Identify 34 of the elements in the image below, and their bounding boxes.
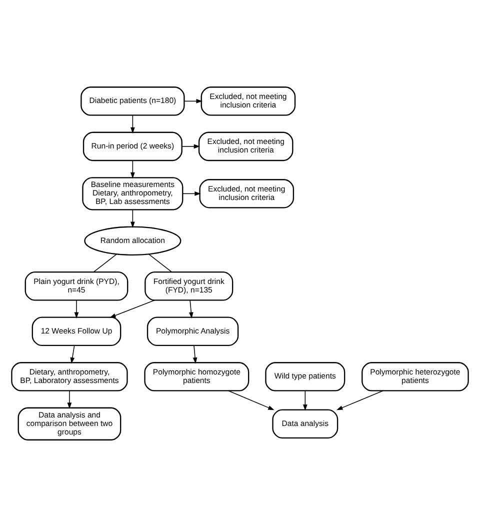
node-box: Polymorphic homozygote patients (144, 362, 250, 391)
arrow (74, 299, 79, 318)
arrow (70, 344, 75, 364)
arrow (130, 114, 135, 134)
node-box: Dietary, anthropometry, BP, Laboratory assessments (11, 362, 128, 391)
arrow (192, 344, 198, 364)
connector (148, 253, 172, 272)
node-box: Excluded, not meeting inclusion criteria (198, 131, 294, 161)
node-box: Fortified yogurt drink (FYD), n=135 (144, 271, 234, 300)
node-box: Excluded, not meeting inclusion criteria (200, 86, 296, 116)
node-box: Data analysis and comparison between two groups (18, 406, 122, 440)
node-box: 12 Weeks Follow Up (32, 316, 122, 346)
node-box: Polymorphic Analysis (146, 316, 239, 346)
arrow (182, 190, 201, 196)
node-box: Run-in period (2 weeks) (82, 131, 182, 161)
arrow (336, 390, 384, 410)
arrow (110, 299, 155, 318)
arrow (228, 390, 274, 410)
arrow (67, 390, 72, 408)
arrow (188, 299, 194, 318)
node-box: Baseline measurements Dietary, anthropometry, BP, Lab assessments (82, 176, 184, 210)
node-box: Diabetic patients (n=180) (80, 86, 185, 116)
arrow (130, 209, 135, 228)
arrow (182, 144, 200, 148)
arrow (130, 160, 135, 178)
connector (93, 253, 117, 272)
node-box: Polymorphic heterozygote patients (362, 362, 469, 391)
arrow (302, 390, 308, 410)
node-box: Plain yogurt drink (PYD), n=45 (24, 271, 128, 300)
node-box: Data analysis (272, 408, 338, 438)
node-ellipse: Random allocation (84, 226, 182, 255)
node-box: Wild type patients (265, 362, 346, 391)
node-box: Excluded, not meeting inclusion criteria (199, 178, 294, 208)
arrow (184, 98, 202, 103)
